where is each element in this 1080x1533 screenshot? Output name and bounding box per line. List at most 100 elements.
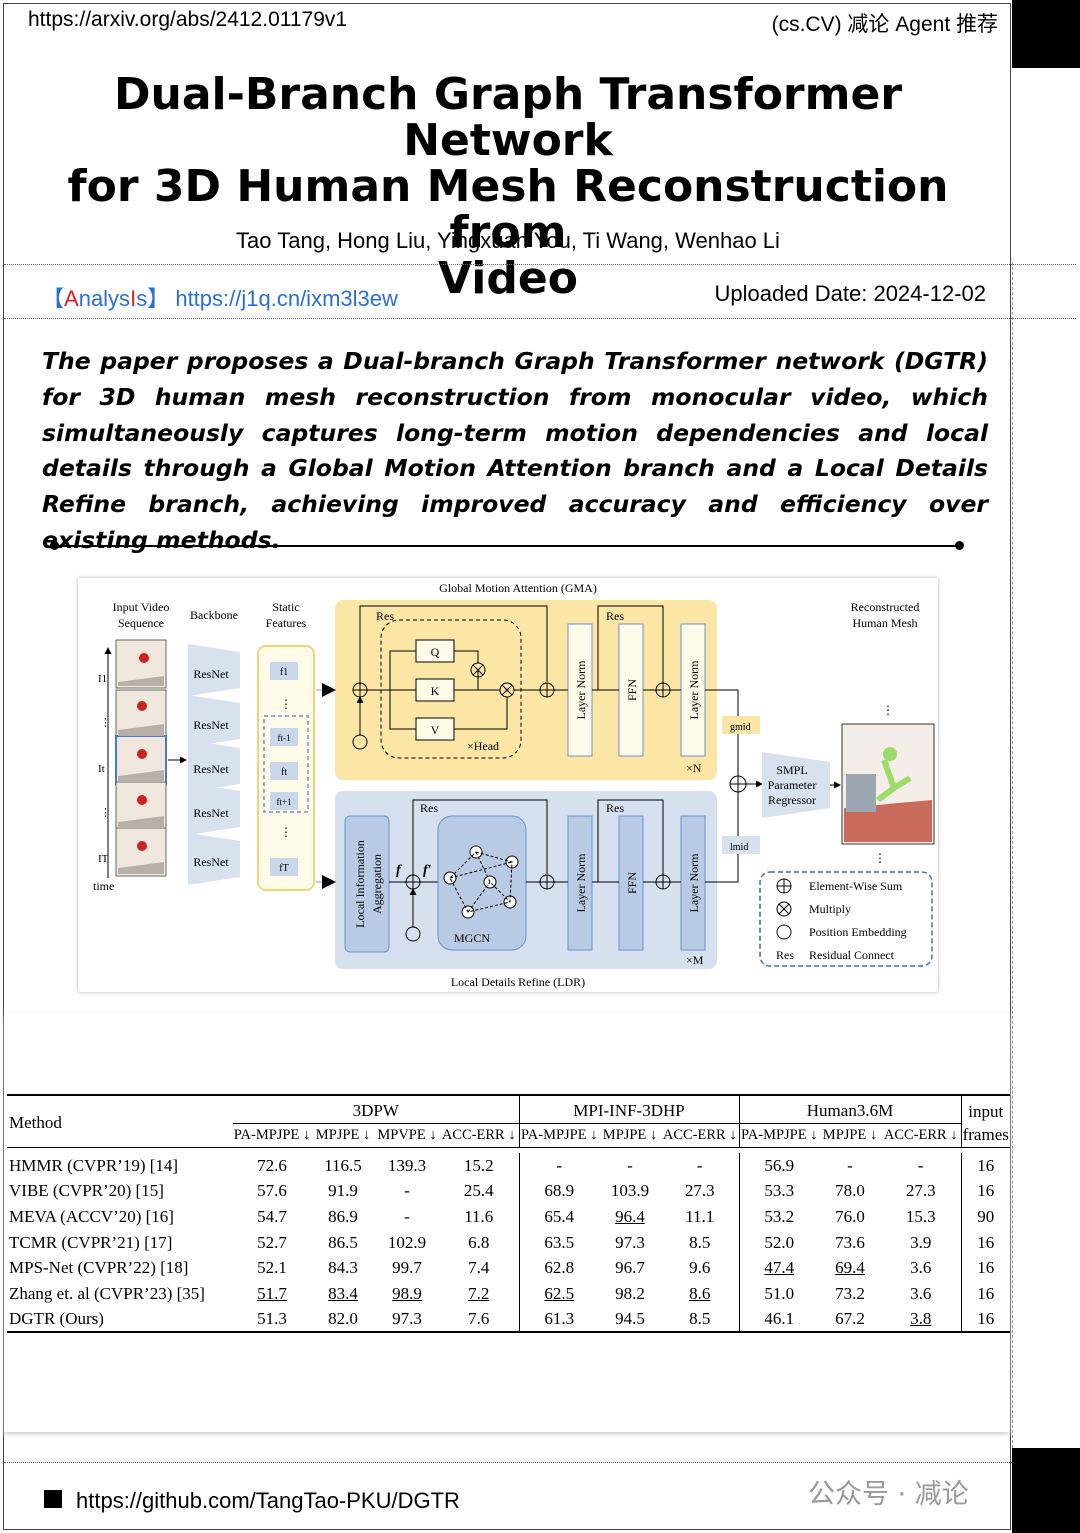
value-cell: 96.4 bbox=[615, 1206, 645, 1226]
method-cell: Zhang et. al (CVPR’23) [35] bbox=[9, 1283, 205, 1303]
layer-norm-label: Layer Norm bbox=[687, 660, 701, 720]
res-label: Res bbox=[376, 609, 394, 623]
legend-label: Multiply bbox=[809, 902, 851, 916]
value-cell: 94.5 bbox=[599, 1306, 661, 1334]
value-cell: 56.9 bbox=[738, 1153, 819, 1179]
value-cell: 84.3 bbox=[328, 1258, 358, 1278]
metric-header: MPJPE ↓ bbox=[819, 1123, 881, 1148]
value-cell: - bbox=[518, 1153, 599, 1179]
value-cell: 52.1 bbox=[257, 1258, 287, 1278]
corner-block-bottom bbox=[1012, 1448, 1080, 1533]
res-label: Res bbox=[606, 609, 624, 623]
architecture-figure: Global Motion Attention (GMA) Local Deta… bbox=[78, 578, 938, 992]
analysis-text: nalys bbox=[78, 286, 131, 311]
l-mid-label: lmid bbox=[730, 842, 748, 853]
static-label: Static bbox=[272, 600, 299, 614]
layer-norm-label: Layer Norm bbox=[687, 853, 701, 913]
value-cell: 52.7 bbox=[257, 1232, 287, 1252]
method-cell: MEVA (ACCV’20) [16] bbox=[9, 1206, 174, 1226]
group-header: 3DPW bbox=[233, 1094, 519, 1124]
value-cell: 73.6 bbox=[835, 1232, 865, 1252]
ffn-label: FFN bbox=[625, 872, 639, 894]
value-cell: 62.5 bbox=[518, 1280, 599, 1307]
legend-label: Residual Connect bbox=[809, 948, 895, 962]
value-cell: 16 bbox=[960, 1255, 1010, 1281]
feature-label: ft bbox=[281, 767, 287, 778]
value-cell: 72.6 bbox=[257, 1155, 287, 1175]
analysis-letter: A bbox=[64, 286, 79, 311]
res-label: Res bbox=[606, 801, 624, 815]
value-cell: 62.8 bbox=[518, 1255, 599, 1281]
feature-label: fT bbox=[279, 863, 288, 874]
frame-label: IT bbox=[98, 853, 109, 865]
right-margin bbox=[1012, 262, 1080, 1448]
smpl-label: Regressor bbox=[768, 793, 816, 807]
legend-label: Position Embedding bbox=[809, 925, 907, 939]
feature-label: ft-1 bbox=[278, 733, 291, 743]
value-cell: 97.3 bbox=[615, 1232, 645, 1252]
arxiv-url[interactable]: https://arxiv.org/abs/2412.01179v1 bbox=[28, 8, 348, 31]
page-frame bbox=[3, 3, 1011, 1530]
ellipsis: ⋮ bbox=[882, 703, 894, 717]
times-m-label: ×M bbox=[686, 953, 704, 967]
value-cell: - bbox=[696, 1155, 703, 1175]
input-header: frames bbox=[960, 1123, 1010, 1148]
res-label: Res bbox=[420, 801, 438, 815]
value-cell: - bbox=[917, 1155, 924, 1175]
value-cell: 16 bbox=[960, 1280, 1010, 1307]
method-cell: VIBE (CVPR’20) [15] bbox=[9, 1181, 164, 1201]
smpl-label: SMPL bbox=[776, 763, 807, 777]
value-cell: 116.5 bbox=[324, 1155, 362, 1175]
value-cell: 6.8 bbox=[468, 1232, 490, 1252]
res-label: Res bbox=[776, 948, 794, 962]
architecture-diagram: Global Motion Attention (GMA) Local Deta… bbox=[93, 581, 935, 989]
value-cell: 51.3 bbox=[233, 1306, 311, 1334]
value-cell: 90 bbox=[960, 1204, 1010, 1230]
value-cell: 7.4 bbox=[468, 1258, 490, 1278]
ffn-label: FFN bbox=[625, 679, 639, 701]
input-label: Sequence bbox=[118, 616, 164, 630]
bullet-icon bbox=[44, 1490, 62, 1508]
value-cell: 53.2 bbox=[738, 1204, 819, 1230]
lia-label: Local Information bbox=[353, 840, 367, 928]
results-panel: Method 3DPW MPI-INF-3DHP Human3.6M input… bbox=[4, 1014, 1010, 1432]
smpl-label: Parameter bbox=[768, 778, 817, 792]
analysis-url[interactable]: https://j1q.cn/ixm3l3ew bbox=[175, 286, 398, 311]
value-cell: 102.9 bbox=[387, 1232, 427, 1252]
value-cell: 47.4 bbox=[738, 1255, 819, 1281]
value-cell: 11.1 bbox=[685, 1206, 715, 1226]
ellipsis: ⋮ bbox=[874, 851, 886, 865]
value-cell: 25.4 bbox=[463, 1181, 494, 1201]
value-cell: 11.6 bbox=[464, 1206, 494, 1226]
table-row: TCMR (CVPR’21) [17] 52.7 86.5 102.9 6.8 … bbox=[7, 1229, 1010, 1256]
times-n-label: ×N bbox=[686, 761, 702, 775]
table-row: Zhang et. al (CVPR’23) [35] 51.7 83.4 98… bbox=[7, 1280, 1010, 1307]
value-cell: 15.3 bbox=[905, 1206, 936, 1226]
analysis-text: s】 bbox=[136, 286, 170, 311]
static-label: Features bbox=[266, 616, 307, 630]
method-header: Method bbox=[7, 1094, 233, 1148]
paper-authors: Tao Tang, Hong Liu, Yingxuan You, Ti Wan… bbox=[236, 228, 780, 253]
value-cell: 65.4 bbox=[518, 1204, 599, 1230]
value-cell: 9.6 bbox=[689, 1258, 711, 1278]
divider bbox=[4, 1462, 1012, 1463]
wechat-watermark: 公众号 · 减论 bbox=[808, 1479, 969, 1510]
title-line: Dual-Branch Graph Transformer Network bbox=[113, 69, 903, 166]
value-cell: 69.4 bbox=[835, 1258, 865, 1278]
table-row: VIBE (CVPR’20) [15] 57.6 91.9 - 25.4 68.… bbox=[7, 1178, 1010, 1205]
value-cell: 82.0 bbox=[311, 1306, 375, 1334]
metric-header: MPVPE ↓ bbox=[375, 1123, 439, 1148]
github-link[interactable]: https://github.com/TangTao-PKU/DGTR bbox=[76, 1488, 460, 1513]
table-row: MPS-Net (CVPR’22) [18] 52.1 84.3 99.7 7.… bbox=[7, 1255, 1010, 1281]
analysis-link[interactable]: 【AnalysIs】 https://j1q.cn/ixm3l3ew bbox=[42, 281, 398, 313]
metric-header: MPJPE ↓ bbox=[311, 1123, 375, 1148]
ldr-title: Local Details Refine (LDR) bbox=[451, 975, 585, 989]
feature-label: ⋮ bbox=[280, 697, 292, 711]
layer-norm-label: Layer Norm bbox=[574, 853, 588, 913]
metric-header: PA-MPJPE ↓ bbox=[233, 1123, 311, 1148]
value-cell: - bbox=[627, 1155, 633, 1175]
value-cell: 8.6 bbox=[689, 1283, 711, 1303]
value-cell: 3.6 bbox=[910, 1258, 932, 1278]
value-cell: 53.3 bbox=[738, 1178, 819, 1205]
input-header: input bbox=[960, 1094, 1010, 1123]
